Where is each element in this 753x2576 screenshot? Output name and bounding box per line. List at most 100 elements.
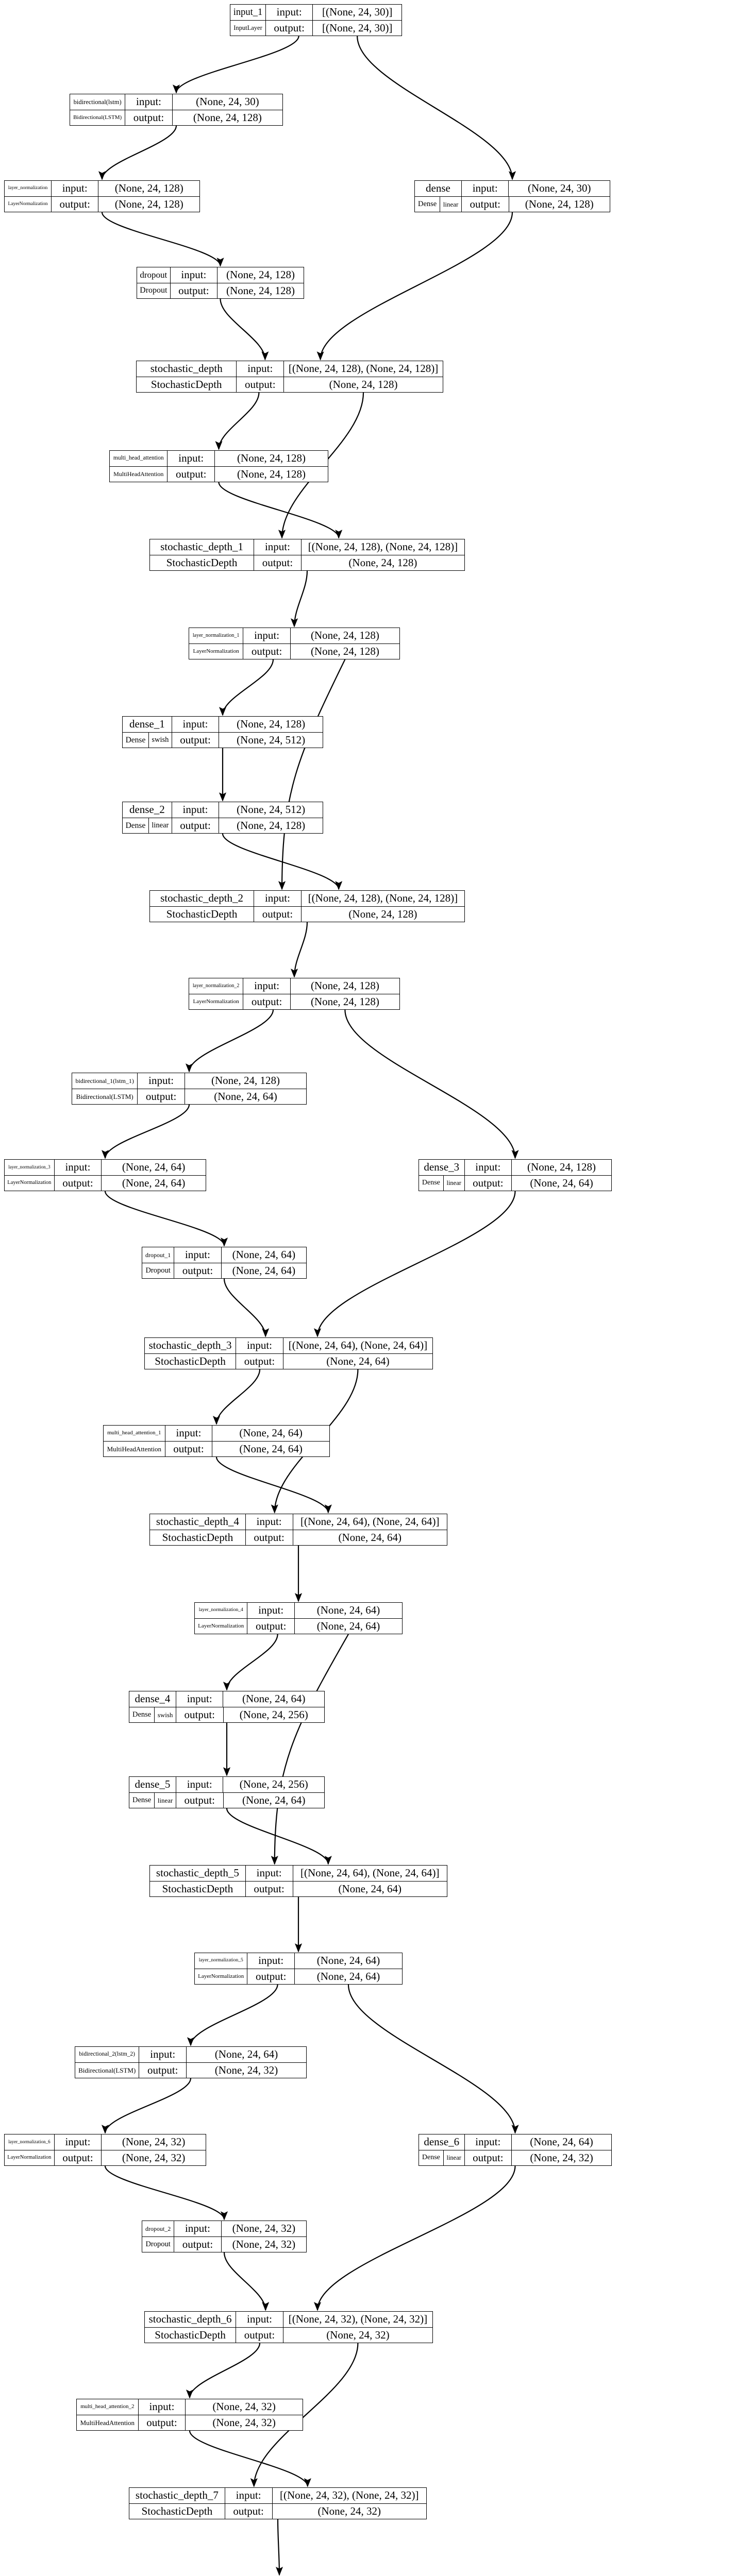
layer-activation: linear <box>443 1175 464 1191</box>
layer-name: dropout_2 <box>145 2225 171 2232</box>
output-label: output: <box>137 1089 185 1104</box>
layer-class: StochasticDepth <box>162 1882 233 1895</box>
output-shape: (None, 24, 128) <box>98 196 199 212</box>
layer-name: layer_normalization_3 <box>8 1164 51 1170</box>
input-label: input: <box>254 539 301 555</box>
edge-stochastic_depth_1-to-layer_normalization_1 <box>290 570 308 628</box>
edge-layer_normalization_1-to-dense_1 <box>219 659 274 716</box>
layer-name: dropout <box>140 270 168 280</box>
edge-bidirectional_lstm-to-layer_normalization <box>98 125 177 180</box>
edge-multi_head_attention-to-stochastic_depth_1 <box>218 482 343 539</box>
edge-stochastic_depth_7-to-layer_normalization_7 <box>275 2519 283 2576</box>
output-shape: (None, 24, 128) <box>219 818 323 833</box>
layer-class: Bidirectional(LSTM) <box>76 1092 133 1100</box>
input-shape: (None, 24, 32) <box>221 2221 306 2236</box>
input-label: input: <box>51 181 98 196</box>
output-label: output: <box>245 1530 293 1545</box>
layer-name: dense_1 <box>129 718 165 731</box>
edge-layer_normalization_1-to-stochastic_depth_2 <box>278 659 346 890</box>
node-output-row: Bidirectional(LSTM)output:(None, 24, 128… <box>70 109 282 125</box>
node-input-row: bidirectional_2(lstm_2)input:(None, 24, … <box>75 2047 306 2062</box>
input-shape: (None, 24, 30) <box>508 181 610 196</box>
output-label: output: <box>54 2150 102 2165</box>
output-shape: (None, 24, 64) <box>221 1263 306 1278</box>
output-label: output: <box>464 1175 512 1191</box>
layer-name: stochastic_depth_3 <box>148 1339 232 1352</box>
input-label: input: <box>171 717 219 732</box>
input-shape: (None, 24, 128) <box>290 628 399 643</box>
layer-name: multi_head_attention_2 <box>80 2403 135 2410</box>
input-label: input: <box>54 1160 102 1175</box>
input-label: input: <box>164 1426 212 1441</box>
layer-activation: linear <box>154 1792 176 1808</box>
edge-stochastic_depth_6-to-multi_head_attention_2 <box>186 2343 261 2399</box>
output-shape: [(None, 24, 30)] <box>312 20 401 36</box>
layer-class: StochasticDepth <box>155 1354 226 1367</box>
edge-dense_2-to-stochastic_depth_2 <box>222 833 343 890</box>
output-label: output: <box>254 906 301 922</box>
layer-name: dense <box>426 182 450 195</box>
layer-name: dense_2 <box>129 803 165 816</box>
input-shape: (None, 24, 128) <box>184 1073 306 1089</box>
layer-activation: linear <box>440 196 461 212</box>
output-shape: (None, 24, 128) <box>290 994 399 1009</box>
output-label: output: <box>224 2503 272 2519</box>
layer-node-bidirectional_2_lstm_2: bidirectional_2(lstm_2)input:(None, 24, … <box>75 2046 307 2078</box>
output-shape: (None, 24, 128) <box>214 466 328 482</box>
input-shape: (None, 24, 128) <box>290 978 399 994</box>
input-label: input: <box>236 2312 283 2327</box>
layer-class: Dense <box>132 1796 152 1804</box>
layer-name: stochastic_depth_4 <box>156 1515 239 1528</box>
output-label: output: <box>139 2062 186 2078</box>
layer-class: InputLayer <box>233 24 262 31</box>
edge-dropout_2-to-stochastic_depth_6 <box>223 2252 270 2311</box>
output-shape: (None, 24, 64) <box>292 1530 447 1545</box>
output-label: output: <box>245 1881 293 1896</box>
layer-node-bidirectional_lstm: bidirectional(lstm)input:(None, 24, 30)B… <box>70 94 283 126</box>
output-shape: (None, 24, 128) <box>508 196 610 212</box>
layer-name: layer_normalization_4 <box>198 1607 243 1613</box>
edge-stochastic_depth_3-to-multi_head_attention_1 <box>212 1369 261 1425</box>
layer-class: LayerNormalization <box>198 1973 244 1979</box>
output-shape: (None, 24, 64) <box>212 1441 329 1456</box>
layer-name: layer_normalization_6 <box>8 2139 51 2145</box>
edge-stochastic_depth-to-multi_head_attention <box>215 392 260 450</box>
layer-class: Dense <box>422 2154 440 2162</box>
input-label: input: <box>236 361 283 377</box>
input-label: input: <box>254 891 301 906</box>
layer-class: LayerNormalization <box>7 2155 52 2160</box>
output-shape: (None, 24, 32) <box>511 2150 611 2165</box>
output-label: output: <box>176 1707 223 1722</box>
edge-dense_3-to-stochastic_depth_3 <box>314 1191 516 1337</box>
